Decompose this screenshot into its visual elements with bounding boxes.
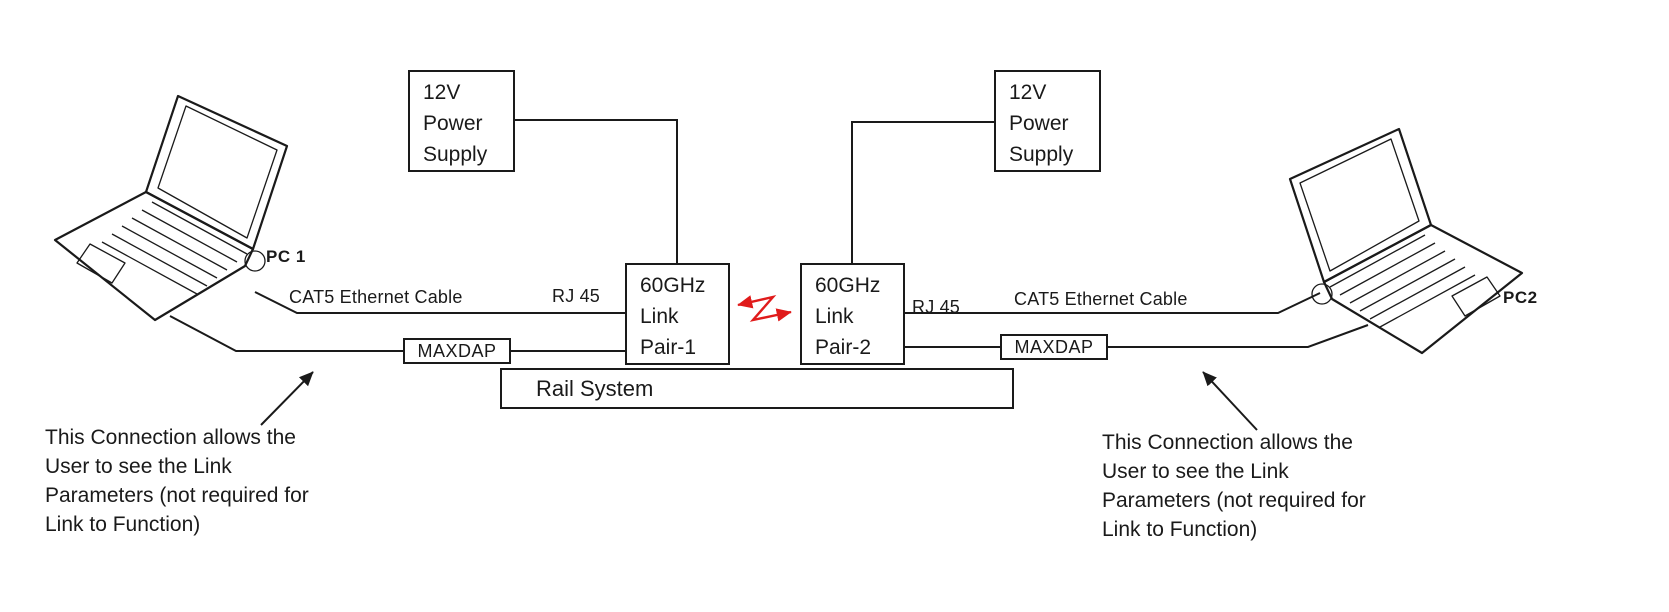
power-supply-left-box: 12V Power Supply xyxy=(408,70,515,172)
pc1-label: PC 1 xyxy=(266,247,306,266)
annotation-arrow-right xyxy=(1202,371,1258,431)
psu-left-wire xyxy=(515,119,678,263)
cat5-label-right: CAT5 Ethernet Cable xyxy=(1014,289,1188,309)
maxdap-cable-left xyxy=(169,315,625,352)
rj45-label-right: RJ 45 xyxy=(912,297,961,317)
annotation-arrow-left xyxy=(260,371,314,426)
maxdap-cable-right xyxy=(905,324,1369,348)
wireless-link-icon xyxy=(737,295,792,322)
rj45-label-left: RJ 45 xyxy=(552,286,601,306)
maxdap-left-box: MAXDAP xyxy=(403,338,511,364)
cat5-cable-left xyxy=(254,291,625,314)
maxdap-right-box: MAXDAP xyxy=(1000,334,1108,360)
cat5-cable-right xyxy=(905,292,1321,314)
pc2-laptop-icon xyxy=(1288,127,1524,355)
pc1-laptop-icon xyxy=(53,94,289,322)
cat5-label-left: CAT5 Ethernet Cable xyxy=(289,287,463,307)
link-pair-2-box: 60GHz Link Pair-2 xyxy=(800,263,905,365)
annotation-left: This Connection allows the User to see t… xyxy=(45,426,309,536)
annotation-right: This Connection allows the User to see t… xyxy=(1102,431,1366,541)
pc2-label: PC2 xyxy=(1503,288,1538,307)
link-pair-1-box: 60GHz Link Pair-1 xyxy=(625,263,730,365)
psu-right-wire xyxy=(851,121,994,263)
power-supply-right-box: 12V Power Supply xyxy=(994,70,1101,172)
rail-system-box: Rail System xyxy=(500,368,1014,409)
